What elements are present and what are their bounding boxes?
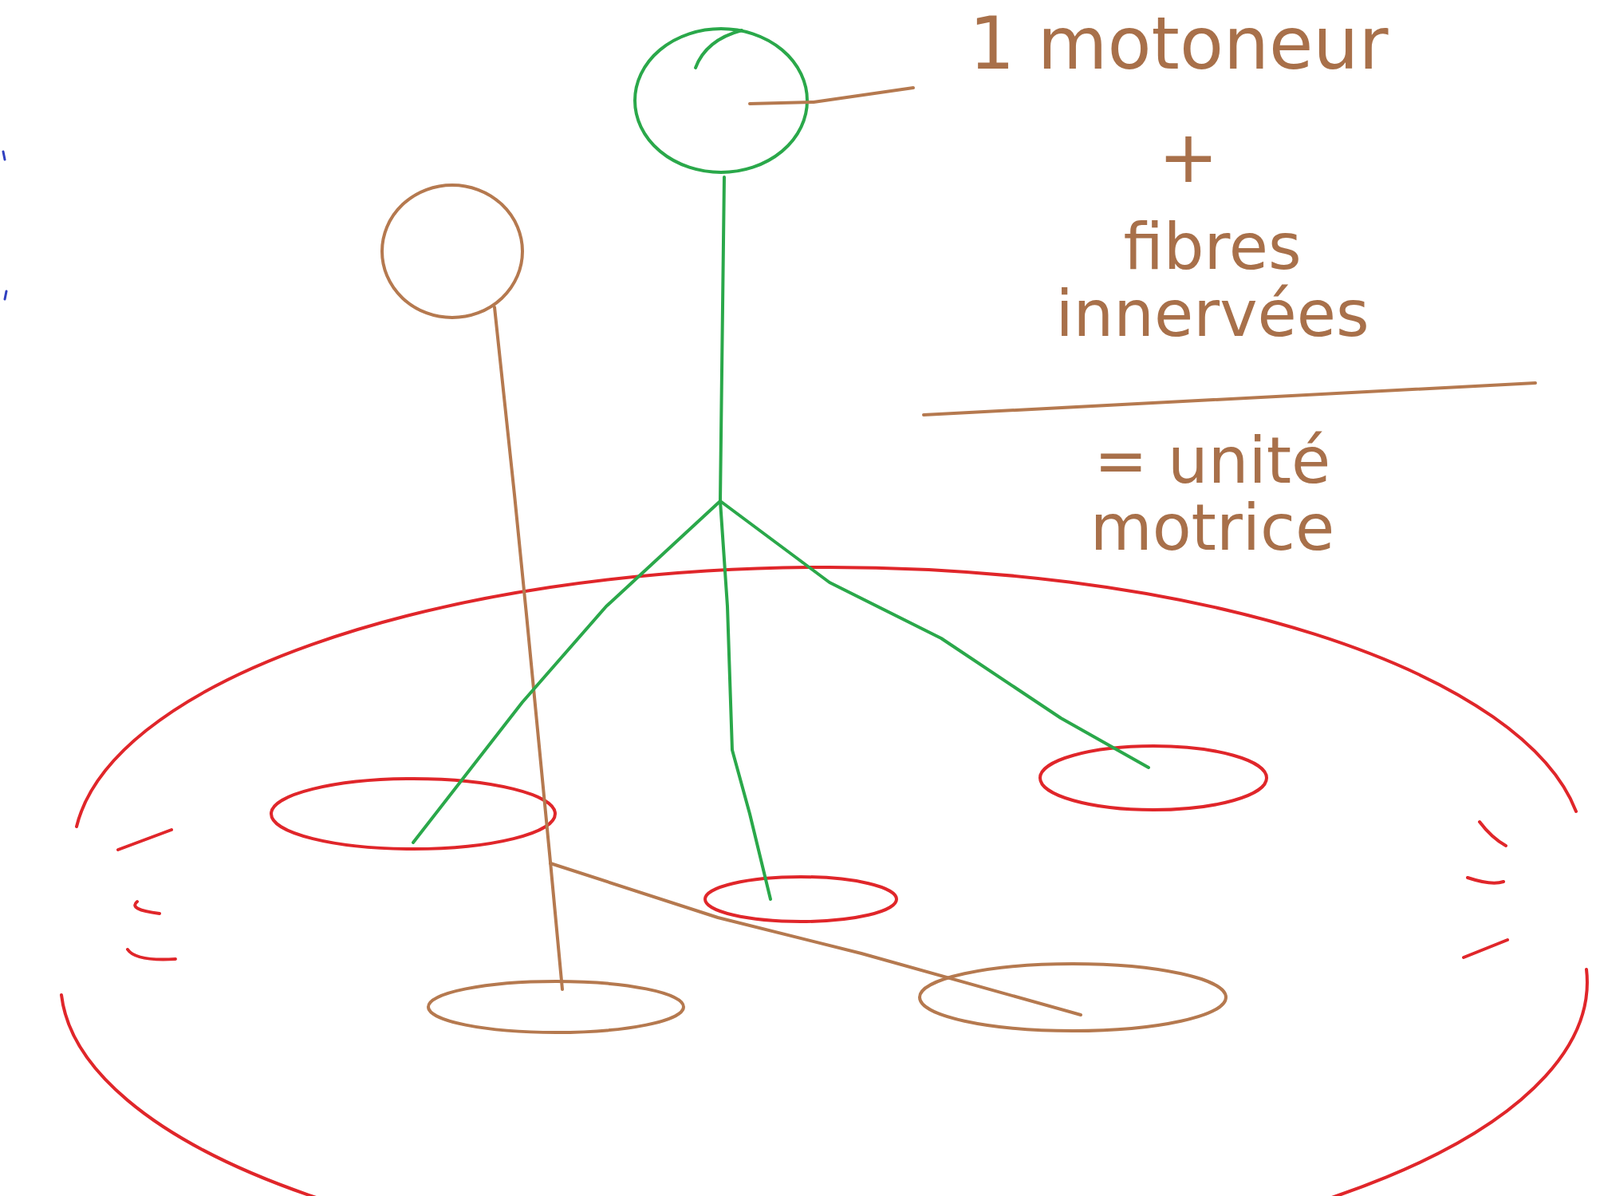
label-text: +	[1116, 119, 1261, 196]
neuron-soma	[382, 185, 523, 318]
axon-branch	[720, 500, 1149, 768]
motoneuron-soma	[634, 28, 808, 173]
axon-branch	[550, 863, 1081, 1015]
muscle-fibre	[271, 778, 556, 849]
soma-mark	[695, 30, 742, 68]
muscle-fibre	[919, 963, 1226, 1031]
stray-mark	[3, 151, 7, 300]
result-label: = unité motrice	[989, 427, 1436, 562]
sum-rule	[923, 382, 1536, 415]
label-text: 1 motoneur	[969, 6, 1480, 83]
axon	[494, 307, 563, 990]
muscle-fibre	[428, 981, 684, 1033]
axon-branch	[720, 500, 771, 899]
label-text: = unité motrice	[989, 427, 1436, 562]
plus-sign: +	[1116, 119, 1261, 196]
motoneuron-label: 1 motoneur	[969, 6, 1480, 83]
muscle-fibre	[1040, 745, 1267, 810]
leader-line	[749, 87, 914, 104]
axon-branch	[413, 500, 721, 843]
muscle-outline	[76, 567, 1577, 827]
label-text: fibres innervées	[989, 213, 1436, 348]
fibres-label: fibres innervées	[989, 213, 1436, 348]
muscle-fibre	[705, 876, 897, 922]
axon	[720, 177, 725, 501]
muscle-outline	[61, 969, 1588, 1196]
